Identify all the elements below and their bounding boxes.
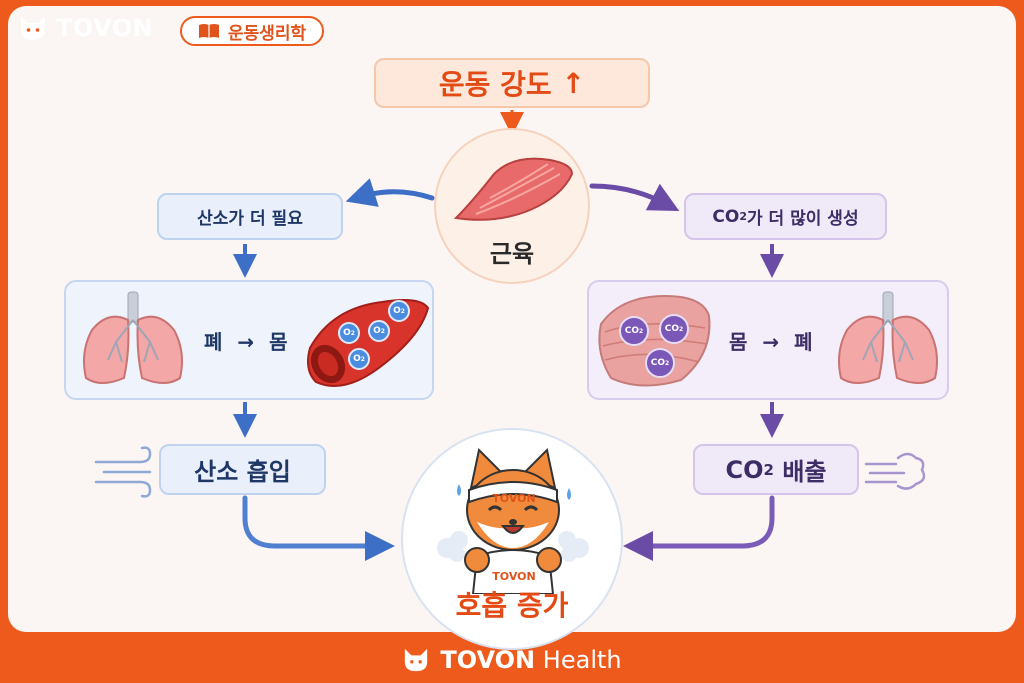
footer: TOVON Health (0, 636, 1024, 683)
brand-name: TOVON (56, 14, 154, 42)
inhale-wind-icon (94, 446, 152, 498)
oxygen-flow-from: 폐 (204, 330, 223, 354)
oxygen-flow-arrow-icon: → (237, 330, 255, 354)
arrow-inhale-to-result (242, 495, 395, 561)
exercise-intensity-title: 운동 강도 ↑ (374, 58, 650, 108)
co2-produced-prefix: CO (712, 206, 740, 227)
title-text: 운동 강도 (438, 68, 552, 101)
oxygen-inhale-label: 산소 흡입 (194, 458, 291, 486)
fox-logo-icon (21, 16, 45, 40)
lungs-icon (838, 291, 938, 384)
footer-suffix: Health (542, 645, 622, 674)
arrow-muscle-to-co2 (589, 183, 680, 212)
category-chip-label: 운동생리학 (228, 23, 307, 44)
mascot-shirt-text: TOVON (492, 570, 536, 583)
arrow-muscle-to-oxygen (345, 178, 435, 207)
muscle-tissue-icon (598, 294, 711, 387)
result-node: TOVON TOVON 호흡 증가 (401, 428, 623, 650)
muscle-node: 근육 (434, 128, 590, 284)
co2-flow-from: 몸 (729, 330, 748, 354)
arrow-exhale-to-result (623, 495, 775, 561)
exhale-wind-icon (864, 452, 926, 490)
oxygen-flow-to: 몸 (269, 330, 288, 354)
result-label: 호흡 증가 (455, 589, 569, 622)
co2-exhale-prefix: CO (725, 455, 764, 484)
blood-vessel-icon (307, 299, 430, 387)
fox-mascot-icon (437, 447, 589, 594)
mascot-headband-text: TOVON (492, 492, 536, 505)
footer-brand: TOVON (440, 645, 536, 674)
muscle-icon (453, 157, 574, 221)
oxygen-needed-box: 산소가 더 필요 (157, 193, 343, 240)
co2-flow-text: 몸 → 폐 (729, 326, 813, 355)
co2-flow-to: 폐 (794, 330, 813, 354)
fox-logo-icon (405, 648, 428, 671)
category-chip[interactable]: 운동생리학 (180, 16, 325, 46)
co2-exhale-sub: 2 (763, 460, 774, 479)
oxygen-inhale-box: 산소 흡입 (159, 444, 326, 495)
brand-logo: TOVON (18, 14, 153, 42)
up-arrow-icon: ↑ (561, 66, 586, 100)
oxygen-flow-text: 폐 → 몸 (204, 326, 288, 355)
lungs-icon (83, 291, 183, 384)
oxygen-needed-label: 산소가 더 필요 (197, 209, 303, 229)
co2-produced-suffix: 가 더 많이 생성 (746, 209, 859, 229)
co2-flow-arrow-icon: → (762, 330, 780, 354)
co2-produced-sub: 2 (739, 210, 747, 223)
co2-exhale-suffix: 배출 (773, 458, 827, 486)
muscle-label: 근육 (489, 240, 535, 268)
book-icon (199, 24, 219, 38)
